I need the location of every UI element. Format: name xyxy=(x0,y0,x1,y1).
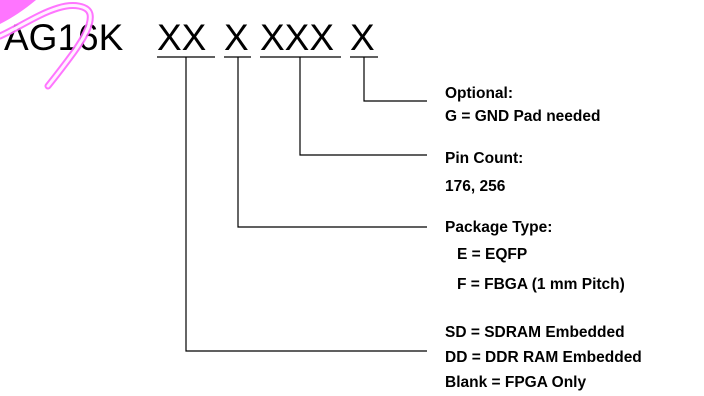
memory-description: SD = SDRAM Embedded DD = DDR RAM Embedde… xyxy=(445,324,642,391)
part-number-code: AG16K XX X XXX X xyxy=(4,17,375,58)
package-type-line-1: E = EQFP xyxy=(457,246,527,263)
package-field-code: X xyxy=(224,17,249,58)
pin-count-field-code: XXX xyxy=(260,17,334,58)
optional-field-code: X xyxy=(350,17,375,58)
package-type-description: Package Type: E = EQFP F = FBGA (1 mm Pi… xyxy=(445,219,625,293)
package-type-leader-line xyxy=(238,57,427,227)
package-type-title: Package Type: xyxy=(445,219,552,236)
pin-count-description: Pin Count: 176, 256 xyxy=(445,150,523,195)
pin-count-title: Pin Count: xyxy=(445,150,523,167)
memory-field-code: XX xyxy=(157,17,206,58)
optional-line-1: G = GND Pad needed xyxy=(445,108,600,125)
optional-description: Optional: G = GND Pad needed xyxy=(445,85,600,125)
memory-line-2: DD = DDR RAM Embedded xyxy=(445,349,642,366)
memory-line-3: Blank = FPGA Only xyxy=(445,374,586,391)
package-type-line-2: F = FBGA (1 mm Pitch) xyxy=(457,276,625,293)
memory-line-1: SD = SDRAM Embedded xyxy=(445,324,625,341)
leader-lines xyxy=(186,57,427,351)
optional-leader-line xyxy=(364,57,427,101)
optional-title: Optional: xyxy=(445,85,513,102)
pin-count-line-1: 176, 256 xyxy=(445,178,506,195)
